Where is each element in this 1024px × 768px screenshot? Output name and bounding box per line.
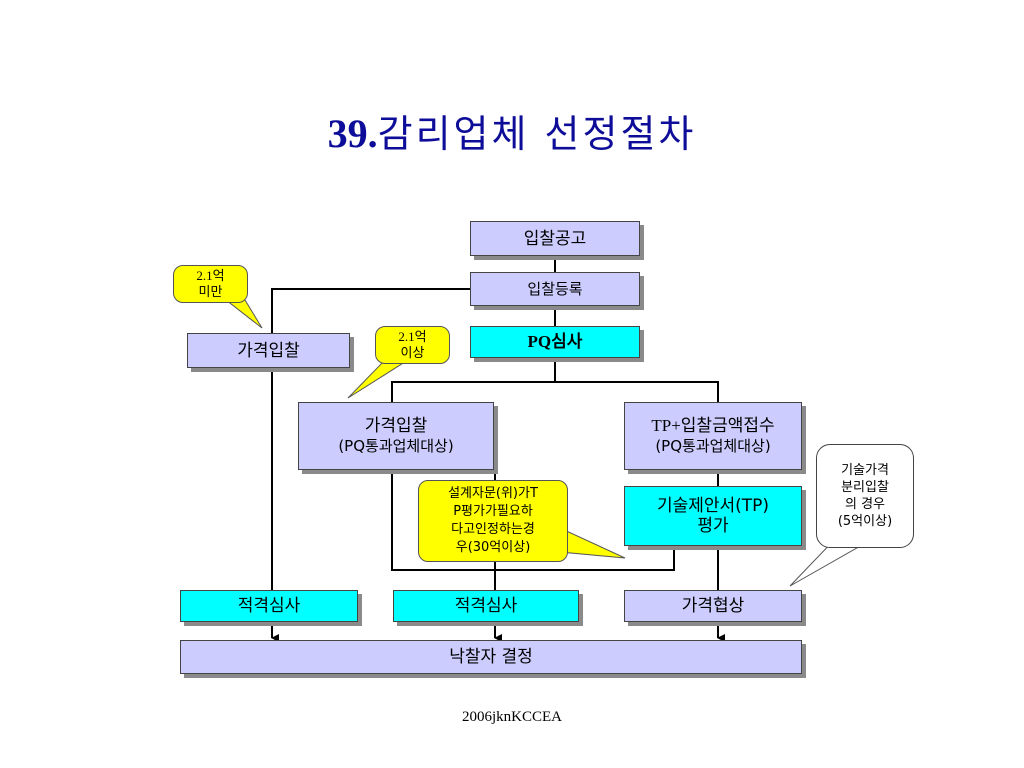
- callout-over-line2: 이상: [400, 346, 425, 361]
- bid-notice-label: 입찰공고: [523, 228, 587, 249]
- callout-pointer-design: [559, 527, 626, 559]
- footer-text: 2006jknKCCEA: [461, 709, 562, 725]
- tp-evaluation-line1: 기술제안서(TP): [656, 496, 770, 516]
- connector-pricebid-to-tp-eval: [391, 470, 675, 571]
- callout-separate-line4: (5억이상): [837, 514, 893, 529]
- page-title: 39.감리업체 선정절차: [0, 108, 1024, 160]
- title-number: 39.: [327, 111, 378, 156]
- callout-over-2-1: 2.1억 이상: [375, 326, 450, 364]
- price-bid-left-box: 가격입찰: [187, 333, 350, 368]
- callout-under-line2: 미만: [198, 285, 223, 300]
- pq-review-box: PQ심사: [470, 326, 640, 358]
- tp-evaluation-line2: 평가: [697, 516, 729, 536]
- qualification-left-label: 적격심사: [237, 596, 301, 616]
- callout-separate-bid: 기술가격 분리입찰 의 경우 (5억이상): [816, 444, 914, 548]
- callout-over-line1: 2.1억: [398, 329, 427, 344]
- title-text: 감리업체 선정절차: [377, 112, 697, 156]
- callout-pointer-under: [224, 299, 263, 329]
- pq-review-label: PQ심사: [527, 332, 583, 351]
- callout-design-line4: 우(30억이상): [455, 540, 531, 555]
- price-negotiation-label: 가격협상: [681, 596, 745, 616]
- price-negotiation-box: 가격협상: [624, 590, 802, 622]
- price-bid-pq-line2: (PQ통과업체대상): [338, 437, 454, 455]
- price-bid-left-label: 가격입찰: [237, 340, 300, 361]
- price-bid-pq-box: 가격입찰 (PQ통과업체대상): [298, 402, 494, 470]
- tp-bid-receipt-line2: (PQ통과업체대상): [655, 437, 771, 455]
- tp-bid-receipt-box: TP+입찰금액접수 (PQ통과업체대상): [624, 402, 802, 470]
- connector-split-branches: [391, 381, 719, 402]
- tp-bid-receipt-line1: TP+입찰금액접수: [651, 416, 775, 435]
- callout-design-line1: 설계자문(위)가T: [448, 486, 538, 501]
- callout-design-line3: 다고인정하는경: [451, 522, 535, 537]
- qualification-mid-box: 적격심사: [393, 590, 579, 622]
- callout-separate-line3: 의 경우: [844, 497, 885, 512]
- callout-under-2-1: 2.1억 미만: [173, 265, 248, 303]
- callout-under-line1: 2.1억: [196, 268, 225, 283]
- bid-notice-box: 입찰공고: [470, 221, 640, 256]
- award-decision-box: 낙찰자 결정: [180, 640, 802, 674]
- callout-design-line2: P평가가필요하: [453, 504, 533, 519]
- award-decision-label: 낙찰자 결정: [449, 647, 533, 667]
- callout-separate-line2: 분리입찰: [841, 480, 889, 495]
- callout-pointer-over: [347, 359, 410, 399]
- bid-registration-box: 입찰등록: [470, 272, 640, 306]
- tp-evaluation-box: 기술제안서(TP) 평가: [624, 486, 802, 546]
- connector-registration-pricebid: [271, 288, 470, 333]
- price-bid-pq-line1: 가격입찰: [364, 416, 428, 436]
- callout-separate-line1: 기술가격: [841, 463, 889, 478]
- qualification-mid-label: 적격심사: [454, 596, 518, 616]
- callout-design-consult: 설계자문(위)가T P평가가필요하 다고인정하는경 우(30억이상): [418, 480, 568, 562]
- qualification-left-box: 적격심사: [180, 590, 358, 622]
- bid-registration-label: 입찰등록: [527, 280, 583, 298]
